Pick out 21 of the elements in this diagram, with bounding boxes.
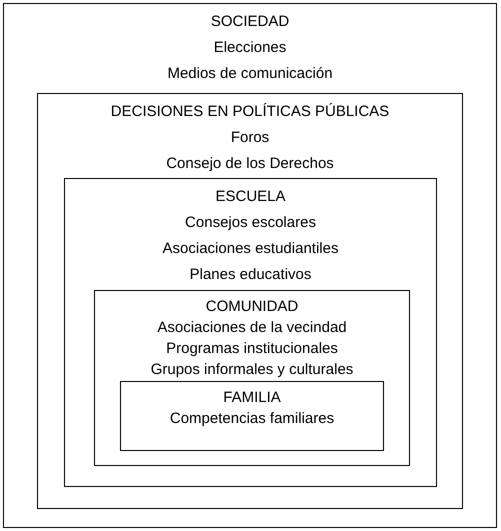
level-heading: COMUNIDAD bbox=[204, 297, 300, 317]
level-item: Competencias familiares bbox=[168, 409, 336, 429]
level-item: Medios de comunicación bbox=[166, 64, 334, 84]
level-item: Asociaciones de la vecindad bbox=[156, 318, 348, 338]
level-heading: DECISIONES EN POLÍTICAS PÚBLICAS bbox=[110, 102, 390, 122]
level-heading: SOCIEDAD bbox=[210, 12, 290, 32]
level-item: Consejo de los Derechos bbox=[165, 154, 335, 174]
level-item: Planes educativos bbox=[188, 265, 312, 285]
level-box bbox=[64, 178, 437, 487]
level-box bbox=[120, 381, 384, 451]
level-heading: FAMILIA bbox=[222, 388, 282, 408]
level-item: Programas institucionales bbox=[165, 339, 339, 359]
level-heading: ESCUELA bbox=[214, 187, 287, 207]
level-item: Elecciones bbox=[212, 38, 288, 58]
level-item: Foros bbox=[230, 128, 270, 148]
level-box bbox=[3, 3, 497, 528]
level-item: Asociaciones estudiantiles bbox=[162, 239, 340, 259]
level-item: Grupos informales y culturales bbox=[150, 360, 354, 380]
level-box bbox=[94, 290, 410, 466]
level-item: Consejos escolares bbox=[184, 213, 317, 233]
level-box bbox=[37, 93, 463, 509]
